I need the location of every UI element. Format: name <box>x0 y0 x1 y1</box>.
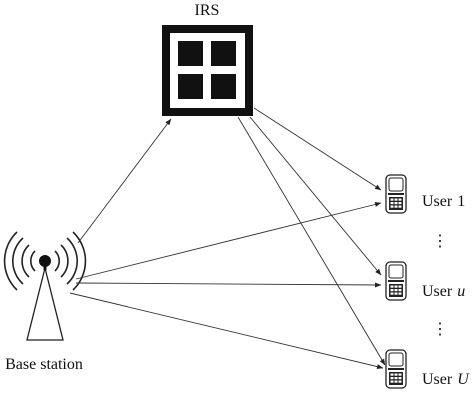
radio-waves-icon <box>3 231 87 291</box>
link-irs-user-1 <box>253 107 382 191</box>
ellipsis-lower: ⋮ <box>432 321 448 338</box>
irs-element-3 <box>178 74 203 99</box>
user-U-phone-icon <box>385 349 407 389</box>
link-irs-user-U <box>237 116 386 366</box>
irs-panel <box>162 25 253 116</box>
ellipsis-upper: ⋮ <box>432 233 448 250</box>
link-bs-user-U <box>69 292 384 370</box>
link-bs-user-u <box>75 282 382 288</box>
link-bs-user-1 <box>75 202 382 280</box>
user-1-phone-icon <box>385 174 407 214</box>
tower-icon <box>26 267 64 341</box>
base-station-label: Base station <box>5 356 83 373</box>
irs-label: IRS <box>195 2 220 19</box>
irs-element-2 <box>211 41 236 66</box>
user-u-phone-icon <box>385 261 407 301</box>
irs-element-4 <box>211 74 236 99</box>
irs-element-1 <box>178 41 203 66</box>
link-irs-user-u <box>249 116 382 276</box>
antenna-icon <box>39 255 51 267</box>
base-station <box>3 231 87 341</box>
link-bs-irs <box>77 118 172 244</box>
